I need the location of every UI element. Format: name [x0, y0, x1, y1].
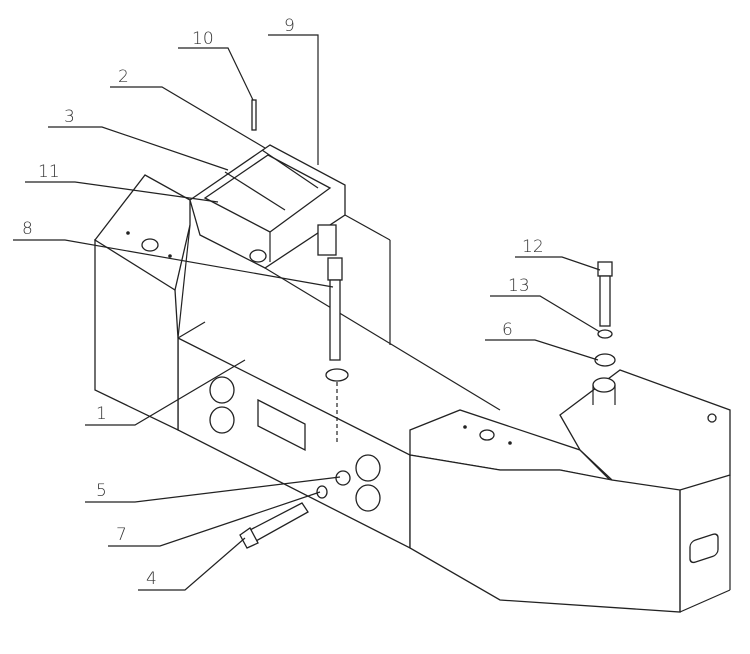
svg-text:3: 3 — [64, 107, 75, 127]
svg-text:5: 5 — [96, 481, 107, 501]
left-top-plate — [94, 174, 191, 292]
svg-text:12: 12 — [522, 237, 544, 257]
right-window — [689, 533, 719, 564]
sleeve — [317, 224, 337, 256]
svg-text:10: 10 — [192, 29, 214, 49]
svg-text:11: 11 — [38, 162, 60, 182]
nut-5 — [335, 470, 351, 486]
bolt-12-head — [597, 261, 613, 277]
callout-11: 11 — [25, 162, 219, 203]
svg-text:8: 8 — [22, 219, 33, 239]
svg-text:13: 13 — [508, 276, 530, 296]
svg-text:6: 6 — [502, 320, 513, 340]
callouts: 10 9 2 3 11 8 12 13 6 1 5 7 4 — [13, 16, 601, 591]
callout-4: 4 — [138, 537, 246, 591]
o-ring — [325, 368, 349, 382]
callout-3: 3 — [48, 107, 229, 171]
svg-text:4: 4 — [146, 569, 157, 589]
callout-1: 1 — [85, 359, 246, 426]
washer-13 — [597, 329, 613, 339]
callout-7: 7 — [108, 491, 321, 547]
hole — [355, 454, 381, 482]
main-body — [94, 99, 731, 613]
washer-7 — [316, 485, 328, 499]
pin-10 — [251, 99, 257, 131]
hole — [209, 406, 235, 434]
svg-text:2: 2 — [118, 67, 129, 87]
bolt-4 — [249, 502, 309, 542]
callout-13: 13 — [490, 276, 601, 333]
hole — [209, 376, 235, 404]
washer-6 — [594, 353, 616, 367]
bolt-4-head — [239, 527, 259, 549]
right-upper-block — [559, 369, 731, 491]
callout-8: 8 — [13, 219, 334, 288]
callout-5: 5 — [85, 476, 341, 503]
svg-text:7: 7 — [116, 525, 127, 545]
front-window — [257, 398, 306, 452]
hole — [355, 484, 381, 512]
callout-12: 12 — [515, 237, 601, 271]
bolt-12 — [599, 275, 611, 327]
svg-text:9: 9 — [284, 16, 295, 36]
svg-text:1: 1 — [96, 404, 107, 424]
callout-10: 10 — [178, 29, 254, 101]
callout-2: 2 — [110, 67, 266, 149]
pin — [329, 279, 341, 361]
pin-head — [327, 257, 343, 281]
callout-9: 9 — [268, 16, 319, 165]
callout-6: 6 — [485, 320, 599, 361]
